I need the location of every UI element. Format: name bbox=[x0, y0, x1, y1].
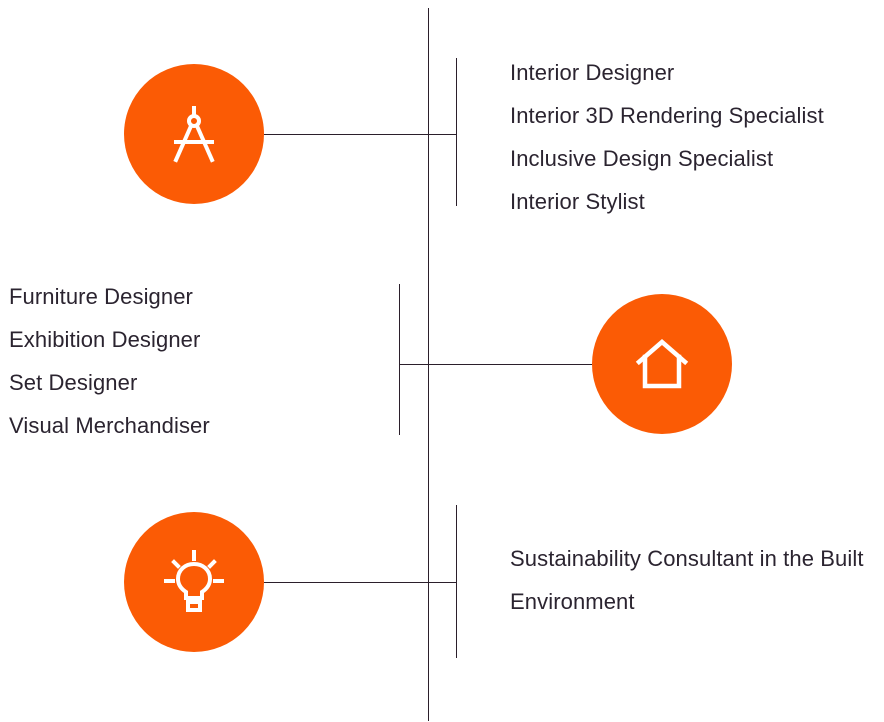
group-3-bracket bbox=[456, 505, 457, 658]
group-1-bracket bbox=[456, 58, 457, 206]
group-3-icon-circle bbox=[124, 512, 264, 652]
group-2-connector bbox=[399, 364, 592, 365]
group-2-icon-circle bbox=[592, 294, 732, 434]
lightbulb-icon bbox=[162, 550, 226, 614]
role-item: Set Designer bbox=[9, 370, 138, 395]
role-item: Visual Merchandiser bbox=[9, 413, 210, 438]
role-item: Interior Stylist bbox=[510, 189, 645, 214]
group-1-connector bbox=[264, 134, 456, 135]
role-item: Furniture Designer bbox=[9, 284, 193, 309]
group-3-connector bbox=[264, 582, 456, 583]
group-2-bracket bbox=[399, 284, 400, 435]
role-item: Interior 3D Rendering Specialist bbox=[510, 103, 824, 128]
drafting-compass-icon bbox=[162, 102, 226, 166]
group-1-icon-circle bbox=[124, 64, 264, 204]
role-item: Inclusive Design Specialist bbox=[510, 146, 774, 171]
role-item: Interior Designer bbox=[510, 60, 675, 85]
group-2-role-list: Furniture Designer Exhibition Designer S… bbox=[9, 275, 210, 447]
role-item: Sustainability Consultant in the Built E… bbox=[510, 546, 864, 614]
group-1-role-list: Interior Designer Interior 3D Rendering … bbox=[510, 51, 824, 223]
role-item: Exhibition Designer bbox=[9, 327, 201, 352]
house-icon bbox=[630, 332, 694, 396]
group-3-role-list: Sustainability Consultant in the Built E… bbox=[510, 537, 880, 623]
